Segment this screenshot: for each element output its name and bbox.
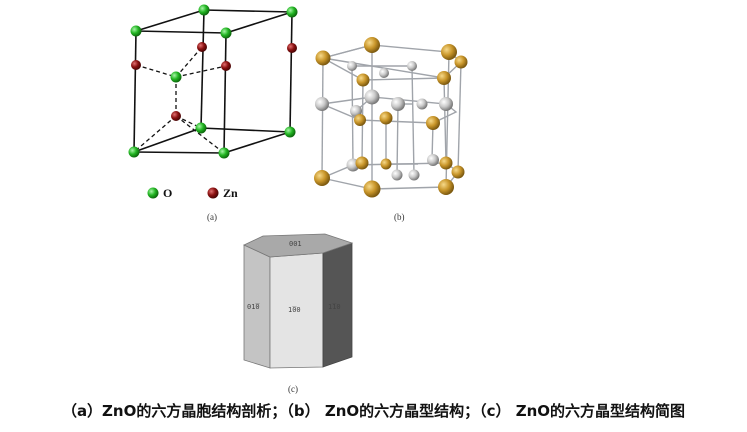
- panel-b-label: (b): [394, 212, 405, 222]
- unit-cell-dashed-bonds: [133, 46, 227, 154]
- panel-a-unit-cell: O Zn (a): [128, 4, 298, 222]
- panel-c-label: (c): [288, 384, 298, 394]
- legend-oxygen-swatch: [147, 187, 159, 199]
- prism-top-face: [243, 233, 354, 258]
- gold-atoms: [314, 37, 468, 198]
- face-label-front: 1̅00: [288, 306, 301, 314]
- legend: O Zn: [147, 186, 238, 200]
- legend-zinc-swatch: [207, 187, 219, 199]
- panel-b-hex-lattice: (b): [314, 37, 468, 222]
- legend-zinc-label: Zn: [223, 186, 238, 200]
- face-label-right: 1̅10: [328, 303, 341, 311]
- face-label-top: 001: [289, 240, 302, 248]
- figure-caption: （a）ZnO的六方晶胞结构剖析；（b） ZnO的六方晶型结构；（c） ZnO的六…: [61, 402, 686, 420]
- silver-atoms: [315, 61, 453, 181]
- oxygen-atoms: [128, 4, 298, 159]
- panel-c-hex-prism: 001 01̅0 1̅00 1̅10 (c): [243, 233, 354, 394]
- panel-a-label: (a): [207, 212, 217, 222]
- unit-cell-edges: [133, 9, 293, 154]
- legend-oxygen-label: O: [163, 186, 172, 200]
- zinc-atoms: [131, 42, 297, 121]
- face-label-left: 01̅0: [247, 303, 260, 311]
